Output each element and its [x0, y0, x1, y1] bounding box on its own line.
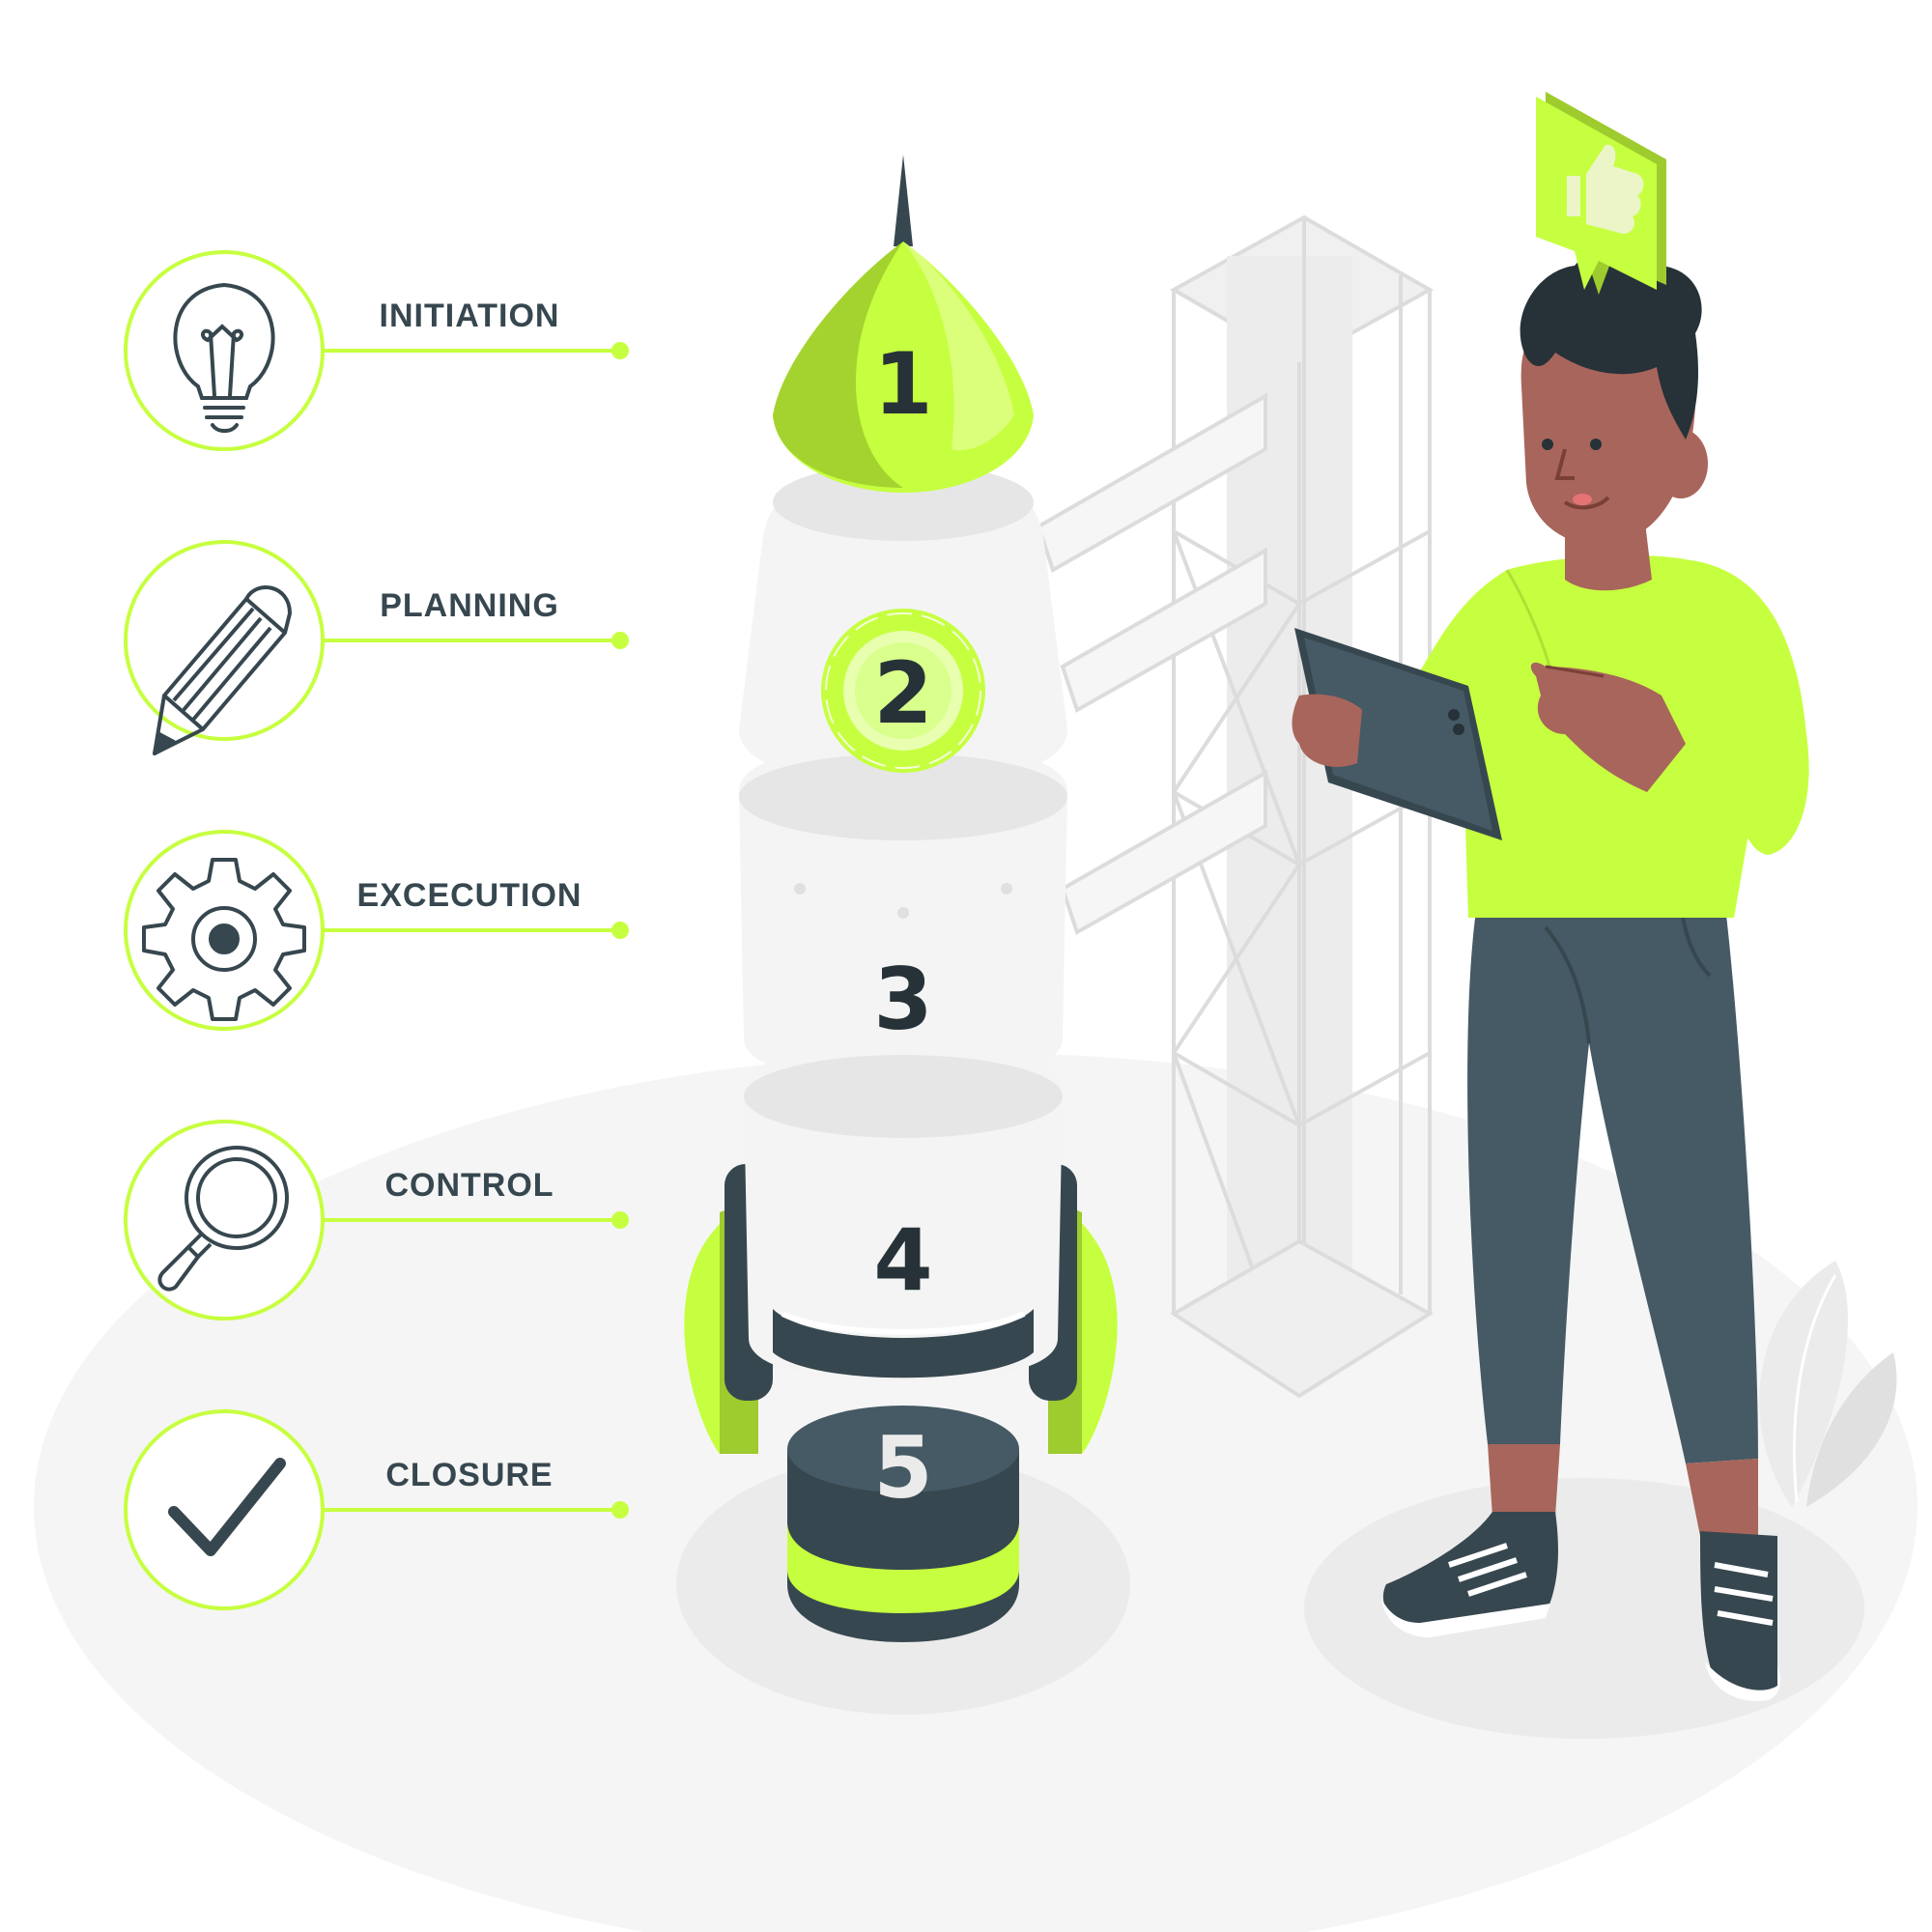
plant: [1759, 1261, 1897, 1507]
person-holding-tablet: [1292, 247, 1809, 1701]
pencil-icon: [153, 585, 292, 755]
rocket-number-1: 1: [873, 334, 932, 434]
stage-markers: [124, 250, 618, 1610]
stage-label-execution: EXCECUTION: [356, 877, 582, 914]
magnifier-icon: [157, 1146, 289, 1292]
stage-label-control: CONTROL: [384, 1167, 554, 1204]
stage-label-closure: CLOSURE: [385, 1457, 554, 1493]
speech-bubble: [1536, 92, 1666, 295]
thumbs-up-icon: [1567, 144, 1644, 234]
rocket-number-5: 5: [873, 1418, 932, 1518]
stage-circle-closure: [124, 1409, 325, 1610]
rocket-number-3: 3: [873, 950, 932, 1049]
rocket-number-4: 4: [873, 1210, 932, 1310]
rocket-number-2: 2: [873, 643, 932, 743]
connector-dots: [611, 342, 629, 1519]
gear-icon: [142, 858, 306, 1021]
rocket-booster: [787, 1406, 1019, 1642]
stage-label-initiation: INITIATION: [379, 298, 560, 334]
lightbulb-icon: [173, 282, 275, 433]
stage-circle-initiation: [124, 250, 325, 451]
rocket-porthole: [821, 609, 985, 773]
rocket-nose: [773, 155, 1034, 493]
checkmark-icon: [168, 1458, 286, 1556]
tablet: [1294, 628, 1502, 840]
stage-label-planning: PLANNING: [380, 587, 559, 624]
